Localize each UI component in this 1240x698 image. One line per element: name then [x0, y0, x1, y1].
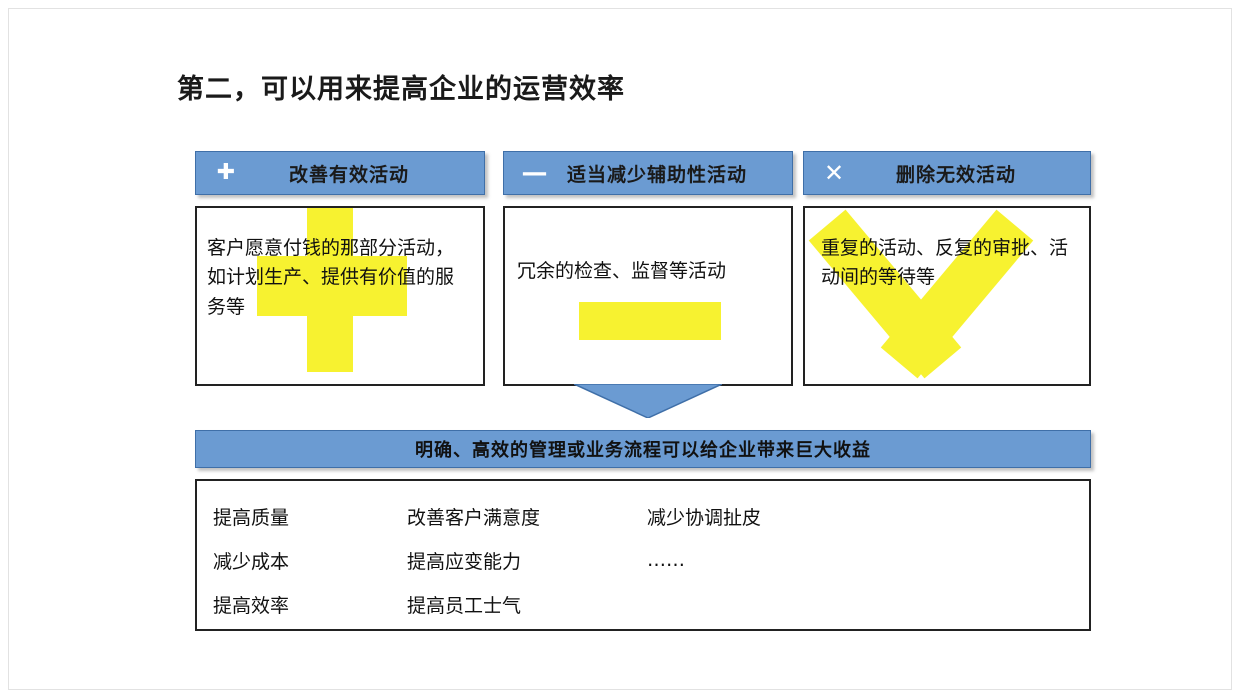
benefits-box: 提高质量 改善客户满意度 减少协调扯皮 减少成本 提高应变能力 …… 提高效率 … [195, 479, 1091, 631]
column-box-remove [803, 206, 1091, 386]
column-header-remove[interactable]: ✕ 删除无效活动 [803, 151, 1091, 195]
column-header-label-improve: 改善有效活动 [288, 163, 409, 186]
benefit-cell: 提高应变能力 [407, 550, 522, 573]
benefit-cell: 提高效率 [213, 594, 290, 617]
cross-icon: ✕ [823, 159, 845, 187]
benefits-row: 提高质量 改善客户满意度 减少协调扯皮 [197, 495, 1089, 537]
page-title: 第二，可以用来提高企业的运营效率 [177, 74, 625, 105]
column-body-reduce: 冗余的检查、监督等活动 [517, 260, 727, 282]
column-body-improve: 客户愿意付钱的那部分活动，如计划生产、提供有价值的服务等 [207, 237, 455, 318]
benefit-cell: …… [647, 549, 685, 571]
column-box-reduce [503, 206, 793, 386]
benefit-cell: 改善客户满意度 [407, 506, 541, 529]
minus-icon: — [521, 158, 548, 188]
column-box-improve [195, 206, 485, 386]
benefit-banner: 明确、高效的管理或业务流程可以给企业带来巨大收益 [195, 430, 1091, 468]
slide-frame: 第二，可以用来提高企业的运营效率 ✚ 改善有效活动 客户愿意付钱的那部分活动，如… [8, 8, 1232, 690]
column-body-remove: 重复的活动、反复的审批、活动间的等待等 [821, 237, 1069, 289]
column-header-label-reduce: 适当减少辅助性活动 [566, 163, 747, 186]
benefit-cell: 提高质量 [213, 506, 290, 529]
benefits-row: 提高效率 提高员工士气 [197, 583, 1089, 625]
benefit-cell: 减少协调扯皮 [647, 506, 762, 529]
benefit-cell: 提高员工士气 [407, 594, 522, 617]
plus-highlight-horizontal [257, 256, 407, 316]
down-arrow [573, 383, 723, 419]
slide-canvas: 第二，可以用来提高企业的运营效率 ✚ 改善有效活动 客户愿意付钱的那部分活动，如… [9, 9, 1231, 689]
column-header-label-remove: 删除无效活动 [895, 163, 1016, 186]
benefit-cell: 减少成本 [213, 550, 290, 573]
plus-icon: ✚ [216, 160, 236, 185]
column-header-improve[interactable]: ✚ 改善有效活动 [195, 151, 485, 195]
bar-highlight [579, 302, 721, 340]
column-header-reduce[interactable]: — 适当减少辅助性活动 [503, 151, 793, 195]
benefits-row: 减少成本 提高应变能力 …… [197, 539, 1089, 581]
